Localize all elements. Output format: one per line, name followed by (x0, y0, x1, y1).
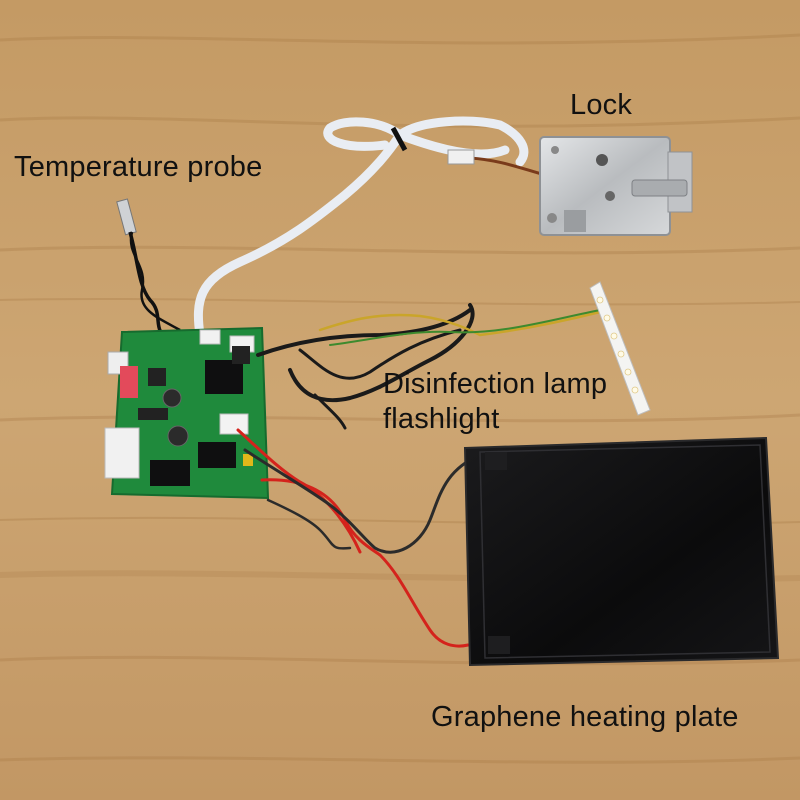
ribbon-tie (390, 126, 408, 152)
label-graphene-heating-plate: Graphene heating plate (431, 701, 739, 733)
power-wires (236, 428, 482, 648)
lamp-wire-bundle (256, 303, 602, 430)
graphene-heating-plate (463, 436, 780, 667)
label-lock: Lock (570, 89, 633, 121)
lock (539, 136, 693, 236)
lock-connector (447, 149, 475, 165)
label-temperature-probe: Temperature probe (14, 151, 263, 183)
label-disinfection-lamp-line2: flashlight (383, 403, 500, 435)
control-board (104, 326, 270, 500)
label-disinfection-lamp-line1: Disinfection lamp (383, 368, 608, 400)
lock-wires (469, 156, 546, 177)
disinfection-lamp (589, 281, 651, 416)
